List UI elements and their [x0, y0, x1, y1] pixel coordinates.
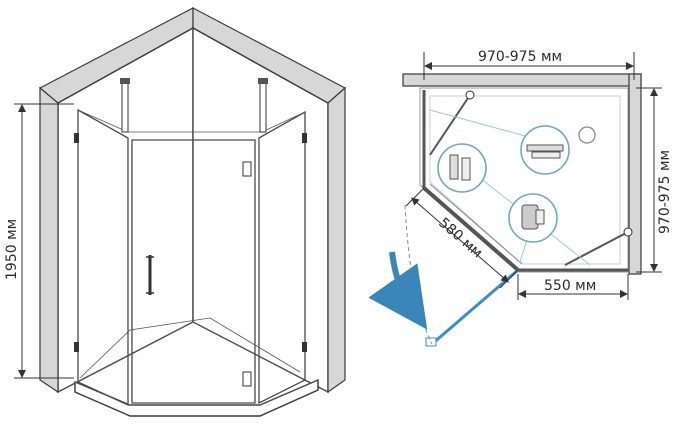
right-wall-edge — [327, 86, 346, 394]
left-fixed-panel — [77, 108, 129, 407]
plan-right-wall — [628, 73, 642, 275]
hinge-detail-icon — [520, 125, 570, 175]
plan-door-open — [431, 268, 519, 346]
depth-dimension: 970-975 мм — [636, 87, 673, 273]
side-label: 550 мм — [544, 278, 596, 294]
corner-walls — [38, 7, 347, 394]
side-dimension: 550 мм — [517, 274, 629, 300]
drain-icon — [578, 126, 596, 144]
glass-panels — [77, 108, 306, 407]
right-door-panel — [258, 110, 306, 405]
stabilizer-bars — [120, 78, 268, 133]
door-swing-arrow-icon — [368, 251, 428, 330]
plan-top-wall — [402, 73, 642, 87]
clamp-detail-icon — [508, 193, 558, 243]
isometric-view: 1950 мм — [4, 7, 347, 417]
front-door-panel — [131, 139, 256, 404]
height-label: 1950 мм — [4, 219, 20, 280]
width-label: 970-975 мм — [478, 49, 562, 65]
profile-detail-icon — [437, 143, 487, 193]
left-wall-edge — [39, 86, 59, 394]
width-dimension: 970-975 мм — [423, 49, 635, 80]
height-dimension: 1950 мм — [4, 103, 74, 379]
depth-label: 970-975 мм — [657, 150, 673, 234]
hinge-icon — [74, 133, 79, 143]
plan-view: 970-975 мм 970-975 мм 580 мм 550 мм — [368, 49, 673, 347]
door-hardware — [74, 133, 307, 387]
